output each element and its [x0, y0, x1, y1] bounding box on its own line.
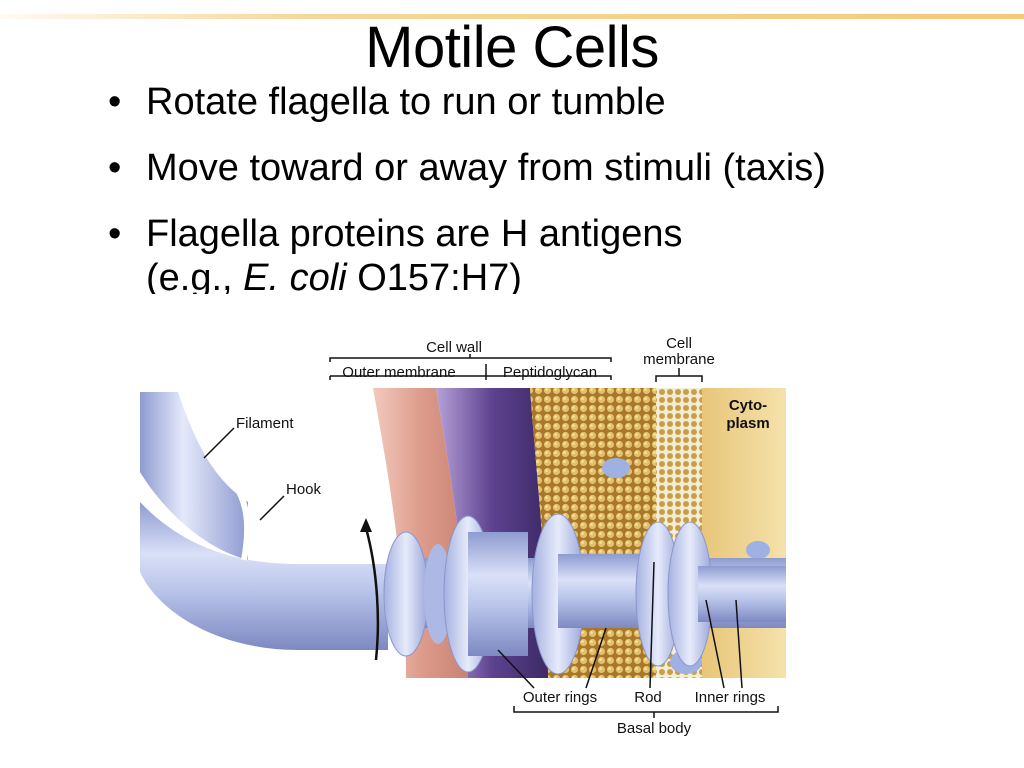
leader-inner-rings-2 — [735, 599, 743, 689]
bullet-glyph: • — [108, 213, 122, 255]
slide-title: Motile Cells — [365, 15, 659, 80]
label-hook: Hook — [286, 481, 322, 498]
protein-bubble — [746, 541, 770, 559]
leader-hook — [259, 495, 285, 521]
bullet-item: • Flagella proteins are H antigens (e.g.… — [108, 212, 826, 294]
cytoplasm-region — [702, 388, 786, 678]
bullet-list: • Rotate flagella to run or tumble • Mov… — [108, 80, 826, 294]
label-outer-membrane: Outer membrane — [342, 364, 455, 381]
label-inner-rings: Inner rings — [695, 689, 766, 706]
bullet-item: • Move toward or away from stimuli (taxi… — [108, 146, 826, 190]
bullet-text: Flagella proteins are H antigens — [146, 213, 683, 255]
hook-shape — [140, 502, 388, 650]
leader-outer-rings-1 — [497, 649, 535, 689]
label-peptidoglycan: Peptidoglycan — [503, 364, 597, 381]
flagellum-diagram: Cell wall Outer membrane Peptidoglycan C… — [138, 332, 788, 742]
bullet-item: • Rotate flagella to run or tumble — [108, 80, 826, 124]
example-strain: O157:H7) — [346, 257, 522, 294]
leader-filament — [203, 427, 235, 459]
label-cytoplasm-2: plasm — [726, 415, 769, 432]
bullet-glyph: • — [108, 147, 122, 189]
top-decorative-rule — [0, 14, 1024, 19]
bullet-glyph: • — [108, 81, 122, 123]
rotation-arrow — [364, 527, 380, 661]
leader-inner-rings-1 — [705, 599, 725, 689]
bracket-wall-parts — [329, 375, 612, 380]
protein-bubble — [602, 458, 630, 478]
flagellum-diagram-svg: Cell wall Outer membrane Peptidoglycan C… — [140, 335, 786, 737]
bracket-cell-membrane — [655, 375, 703, 382]
label-outer-rings: Outer rings — [523, 689, 597, 706]
label-basal-body: Basal body — [617, 720, 692, 737]
example-prefix: (e.g., — [146, 257, 244, 294]
outer-ring-l — [383, 531, 429, 657]
bullet-example: (e.g., E. coli O157:H7) — [146, 256, 826, 294]
bullet-text: Rotate flagella to run or tumble — [146, 81, 666, 123]
bracket-cell-wall — [329, 357, 612, 362]
bullet-text: Move toward or away from stimuli (taxis) — [146, 147, 826, 189]
bracket-basal-body — [513, 706, 779, 713]
label-rod: Rod — [634, 689, 662, 706]
leader-outer-rings-2 — [585, 627, 607, 689]
label-cytoplasm-1: Cyto- — [729, 397, 767, 414]
filament-shape — [140, 392, 248, 560]
label-cell-membrane-2: membrane — [643, 351, 715, 368]
label-cell-membrane-1: Cell — [666, 335, 692, 352]
label-cell-wall: Cell wall — [426, 339, 482, 356]
label-filament: Filament — [236, 415, 294, 432]
leader-rod — [649, 561, 655, 689]
bullet-text-clipped: Flagella proteins are H antigens (e.g., … — [146, 212, 826, 294]
cell-envelope-scene — [140, 388, 786, 678]
example-species: E. coli — [243, 257, 347, 294]
